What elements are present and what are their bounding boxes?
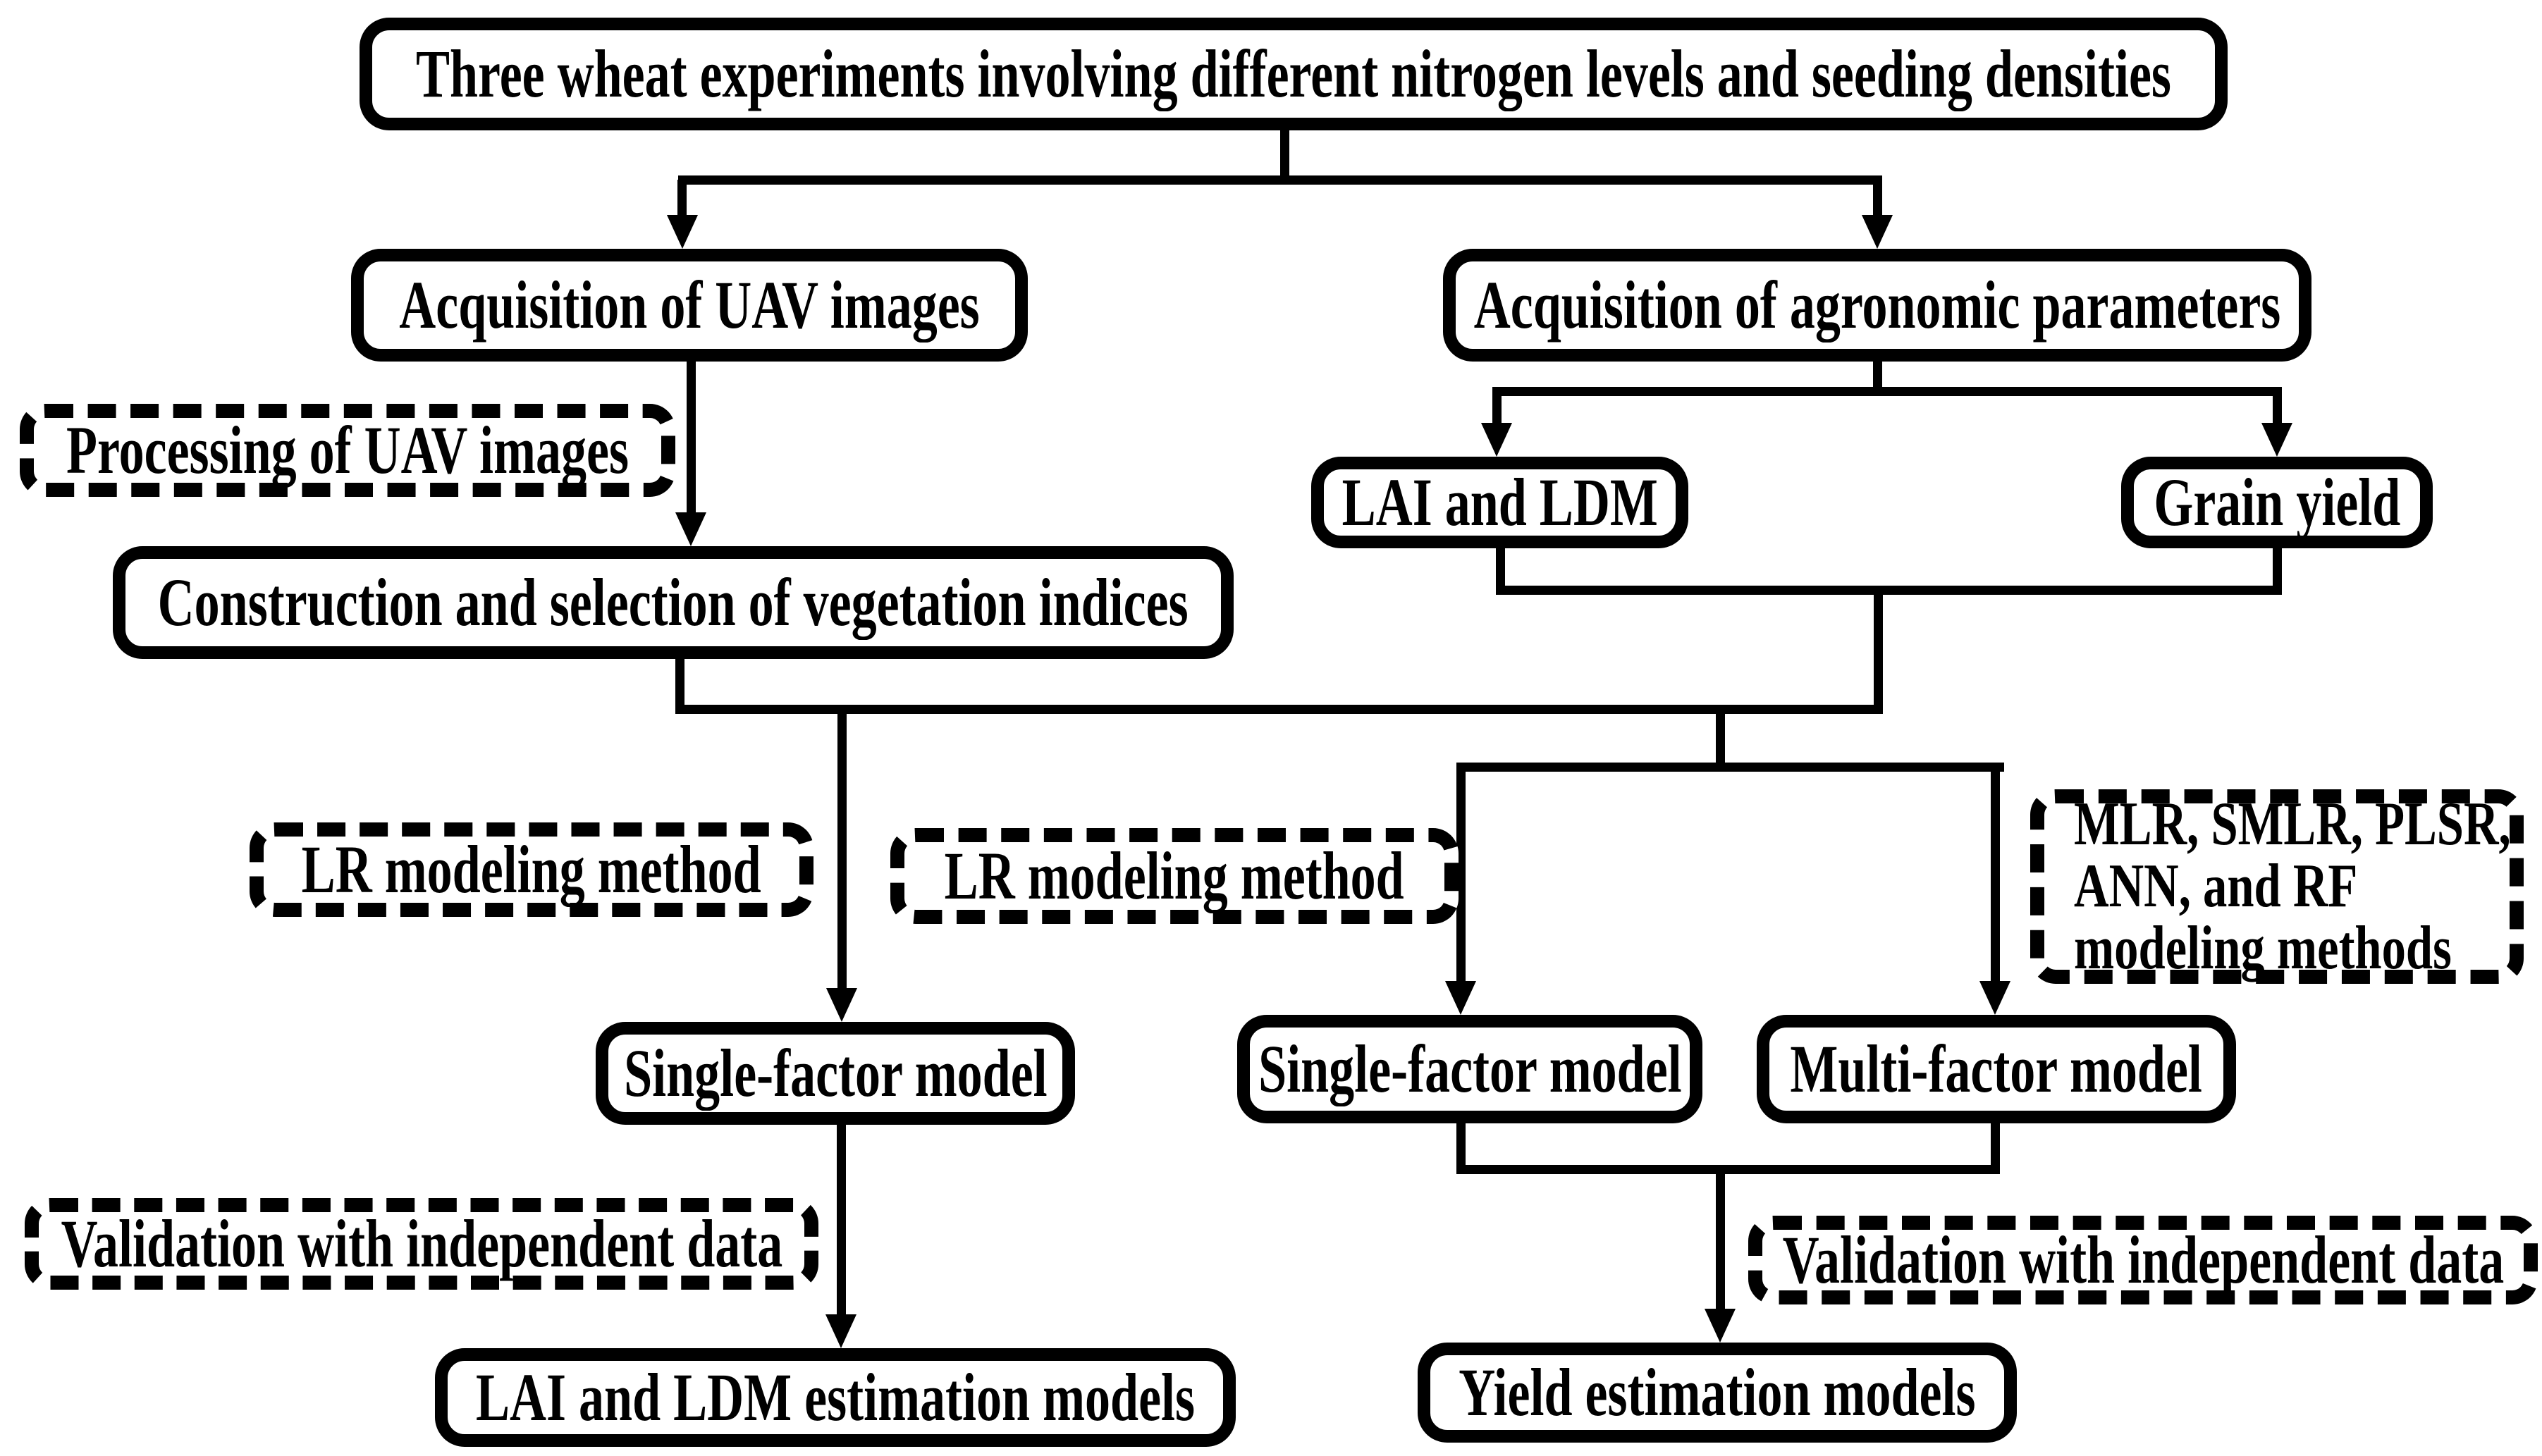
node-label: Acquisition of agronomic parameters: [1473, 267, 2281, 343]
node-construction-selection-vegetation-indices: Construction and selection of vegetation…: [113, 546, 1234, 659]
node-label: Yield estimation models: [1459, 1355, 1976, 1430]
edge-single-factor-right-stem: [1456, 1119, 1466, 1173]
arrowhead-into-lai-ldm-models: [825, 1314, 856, 1348]
arrowhead-into-single-factor-right: [1445, 981, 1476, 1015]
node-label: Single-factor model: [1258, 1031, 1682, 1106]
node-label: LR modeling method: [301, 832, 762, 907]
node-single-factor-model-right: Single-factor model: [1237, 1015, 1702, 1123]
edge-model-split: [1456, 763, 2004, 772]
node-label-line: ANN, and RF: [2074, 852, 2358, 920]
arrowhead-into-yield-models: [1705, 1309, 1736, 1343]
edge-uav-to-construction: [687, 356, 696, 512]
edge-to-acquisition-agronomic: [1873, 180, 1882, 215]
node-single-factor-model-left: Single-factor model: [596, 1022, 1075, 1125]
node-lr-modeling-method-left: LR modeling method: [250, 822, 813, 917]
node-label: Grain yield: [2153, 464, 2401, 540]
node-acquisition-uav-images: Acquisition of UAV images: [351, 249, 1028, 362]
node-lai-ldm-estimation-models: LAI and LDM estimation models: [435, 1348, 1236, 1447]
edge-to-single-factor-left: [837, 705, 847, 988]
edge-lai-ldm-stem: [1496, 544, 1505, 595]
edge-construction-stem: [675, 654, 684, 714]
node-label: Three wheat experiments involving differ…: [416, 36, 2171, 111]
node-label: LR modeling method: [944, 838, 1405, 913]
node-label-line: modeling methods: [2074, 914, 2452, 982]
node-label: Processing of UAV images: [66, 412, 629, 488]
edge-agronomic-split: [1492, 387, 2282, 396]
node-label: LAI and LDM: [1341, 464, 1658, 540]
edge-to-lai-ldm: [1492, 391, 1502, 423]
node-validation-independent-data-right: Validation with independent data: [1748, 1216, 2538, 1304]
node-lr-modeling-method-middle: LR modeling method: [890, 828, 1459, 924]
arrowhead-into-single-factor-left: [826, 988, 857, 1022]
edge-experiments-stem: [1280, 130, 1289, 185]
node-mlr-smlr-plsr-ann-rf-methods: MLR, SMLR, PLSR, ANN, and RF modeling me…: [2030, 789, 2524, 984]
arrowhead-into-lai-ldm: [1481, 423, 1512, 457]
edge-to-acquisition-uav: [677, 180, 687, 215]
edge-to-single-factor-right: [1456, 763, 1466, 981]
edge-to-grain-yield: [2273, 391, 2282, 423]
arrowhead-into-acquisition-uav: [667, 215, 698, 249]
arrowhead-into-multi-factor: [1979, 981, 2010, 1015]
node-validation-independent-data-left: Validation with independent data: [25, 1198, 818, 1290]
edge-agronomic-stem: [1873, 356, 1882, 395]
node-label: Acquisition of UAV images: [399, 267, 980, 343]
node-label: Validation with independent data: [1782, 1222, 2504, 1297]
arrowhead-into-construction: [675, 512, 706, 546]
node-label-line: MLR, SMLR, PLSR,: [2074, 790, 2511, 858]
edge-model-merge: [1456, 1165, 2000, 1174]
edge-top-split: [678, 175, 1882, 185]
edge-to-yield-models: [1716, 1169, 1725, 1309]
edge-multi-factor-stem: [1991, 1119, 2000, 1173]
node-label: Single-factor model: [623, 1035, 1048, 1111]
edge-mid-drop: [1716, 705, 1725, 772]
edge-mid-connector: [675, 705, 1883, 714]
node-label: Validation with independent data: [61, 1206, 782, 1281]
edge-agronomic-merge: [1496, 586, 2282, 595]
edge-agronomic-merge-drop: [1874, 590, 1883, 714]
node-label: LAI and LDM estimation models: [475, 1359, 1196, 1435]
node-label: Construction and selection of vegetation…: [158, 564, 1189, 640]
node-processing-uav-images: Processing of UAV images: [20, 404, 675, 497]
node-grain-yield: Grain yield: [2121, 457, 2433, 548]
edge-to-lai-ldm-models: [837, 1121, 846, 1314]
node-multi-factor-model: Multi-factor model: [1757, 1015, 2236, 1123]
arrowhead-into-grain-yield: [2261, 423, 2292, 457]
arrowhead-into-acquisition-agronomic: [1862, 215, 1893, 249]
node-yield-estimation-models: Yield estimation models: [1418, 1343, 2017, 1443]
edge-grain-yield-stem: [2273, 544, 2282, 595]
edge-to-multi-factor: [1991, 763, 2000, 981]
node-label: Multi-factor model: [1790, 1031, 2203, 1106]
node-acquisition-agronomic-parameters: Acquisition of agronomic parameters: [1443, 249, 2311, 362]
node-lai-and-ldm: LAI and LDM: [1311, 457, 1688, 548]
node-experiments: Three wheat experiments involving differ…: [360, 18, 2228, 130]
